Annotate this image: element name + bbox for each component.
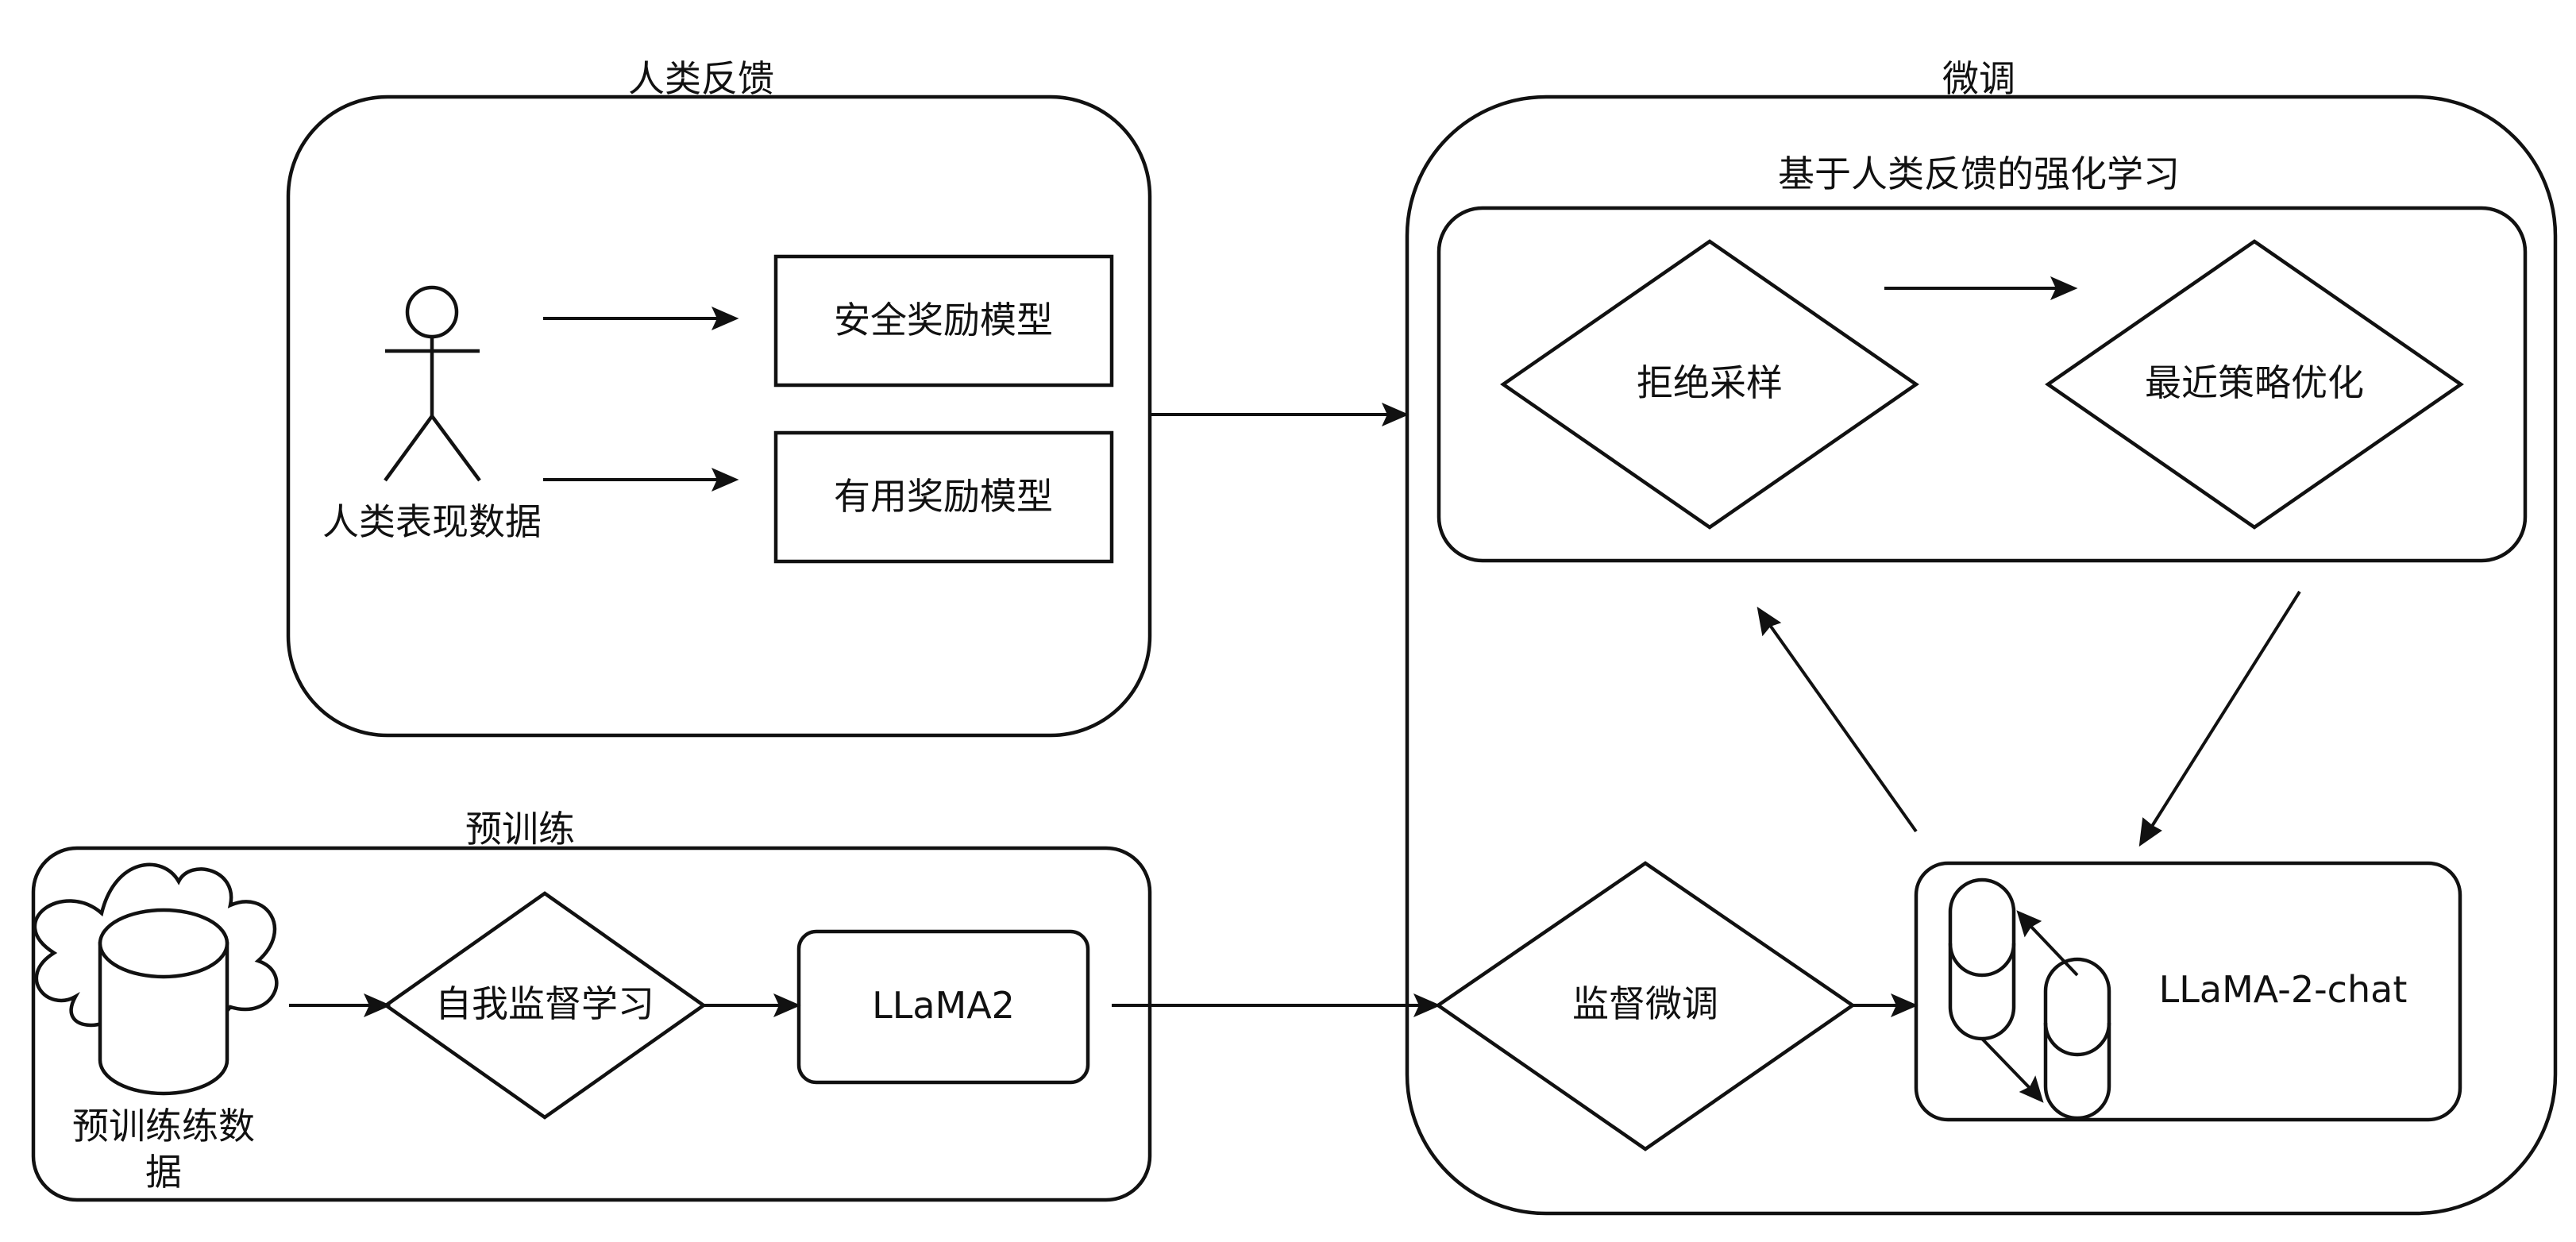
supervised-finetune-label: 监督微调 bbox=[1572, 982, 1718, 1025]
safety-reward-model-node bbox=[773, 254, 1114, 388]
pretraining-title: 预训练 bbox=[465, 808, 575, 850]
rejection-sampling-node bbox=[1500, 239, 1919, 530]
edge-actor-to-safety-rm bbox=[543, 307, 739, 330]
rlhf-group bbox=[1436, 206, 2528, 563]
ppo-label: 最近策略优化 bbox=[2145, 361, 2364, 404]
model-cylinder-icon-right bbox=[2043, 957, 2111, 1120]
llama2-label: LLaMA2 bbox=[872, 984, 1015, 1027]
pretrain-data-label-line1: 预训练练数 bbox=[72, 1105, 255, 1148]
edge-self-supervised-to-llama2 bbox=[704, 993, 801, 1017]
ppo-node bbox=[2045, 239, 2464, 530]
edge-llama2-to-sft bbox=[1112, 993, 1441, 1017]
human-actor-icon bbox=[384, 285, 481, 482]
supervised-finetune-node bbox=[1435, 861, 1856, 1151]
edge-cloud-to-self-supervised bbox=[289, 993, 391, 1017]
pretraining-group bbox=[31, 846, 1152, 1202]
human-feedback-title: 人类反馈 bbox=[628, 57, 774, 100]
self-supervised-label: 自我监督学习 bbox=[435, 982, 654, 1025]
edge-sft-to-llama2-chat bbox=[1853, 993, 1919, 1017]
self-supervised-node bbox=[383, 891, 707, 1120]
llama2-chat-label: LLaMA-2-chat bbox=[2159, 968, 2408, 1011]
helpful-reward-model-node bbox=[773, 430, 1114, 564]
rejection-sampling-label: 拒绝采样 bbox=[1637, 361, 1783, 404]
pretrain-data-label-line2: 据 bbox=[145, 1151, 182, 1194]
edge-human-feedback-to-fine-tuning bbox=[1150, 403, 1409, 426]
edge-ppo-to-llama2-chat bbox=[2138, 590, 2301, 847]
database-icon bbox=[98, 908, 229, 1096]
llama2-node bbox=[796, 929, 1090, 1085]
edge-rejection-to-ppo bbox=[1884, 276, 2078, 300]
human-data-label: 人类表现数据 bbox=[322, 500, 542, 543]
llama2-chat-node bbox=[1914, 861, 2462, 1122]
edge-actor-to-helpful-rm bbox=[543, 468, 739, 492]
model-cylinder-icon-left bbox=[1948, 878, 2016, 1041]
helpful-reward-model-label: 有用奖励模型 bbox=[834, 475, 1053, 518]
edge-cylinder-left-to-right bbox=[1980, 1037, 2044, 1103]
human-feedback-group bbox=[286, 94, 1152, 738]
edge-llama2-chat-to-rejection bbox=[1757, 606, 1918, 833]
cloud-icon bbox=[33, 862, 279, 1028]
rlhf-title: 基于人类反馈的强化学习 bbox=[1778, 152, 2180, 195]
safety-reward-model-label: 安全奖励模型 bbox=[834, 299, 1053, 341]
fine-tuning-group bbox=[1405, 94, 2558, 1216]
fine-tuning-title: 微调 bbox=[1942, 57, 2015, 100]
edge-cylinder-right-to-left bbox=[2016, 910, 2079, 977]
